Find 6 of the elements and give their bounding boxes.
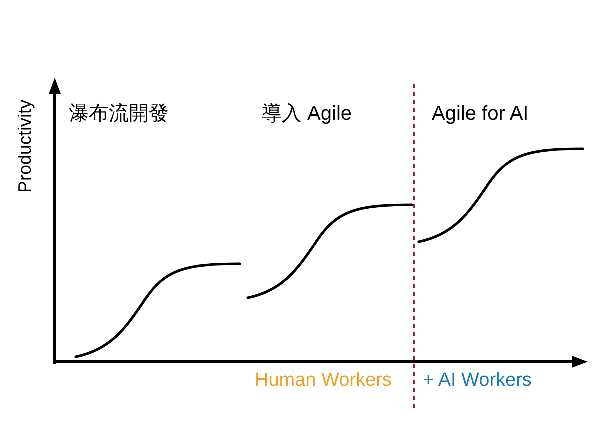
- y-axis-label: Productivity: [16, 100, 34, 194]
- x-axis-label: Human Workers: [255, 371, 392, 390]
- x-axis-label: + AI Workers: [423, 371, 532, 390]
- phase-label: Agile for AI: [432, 104, 529, 124]
- phase-label: 導入 Agile: [262, 104, 352, 124]
- phase-label: 瀑布流開發: [69, 104, 169, 124]
